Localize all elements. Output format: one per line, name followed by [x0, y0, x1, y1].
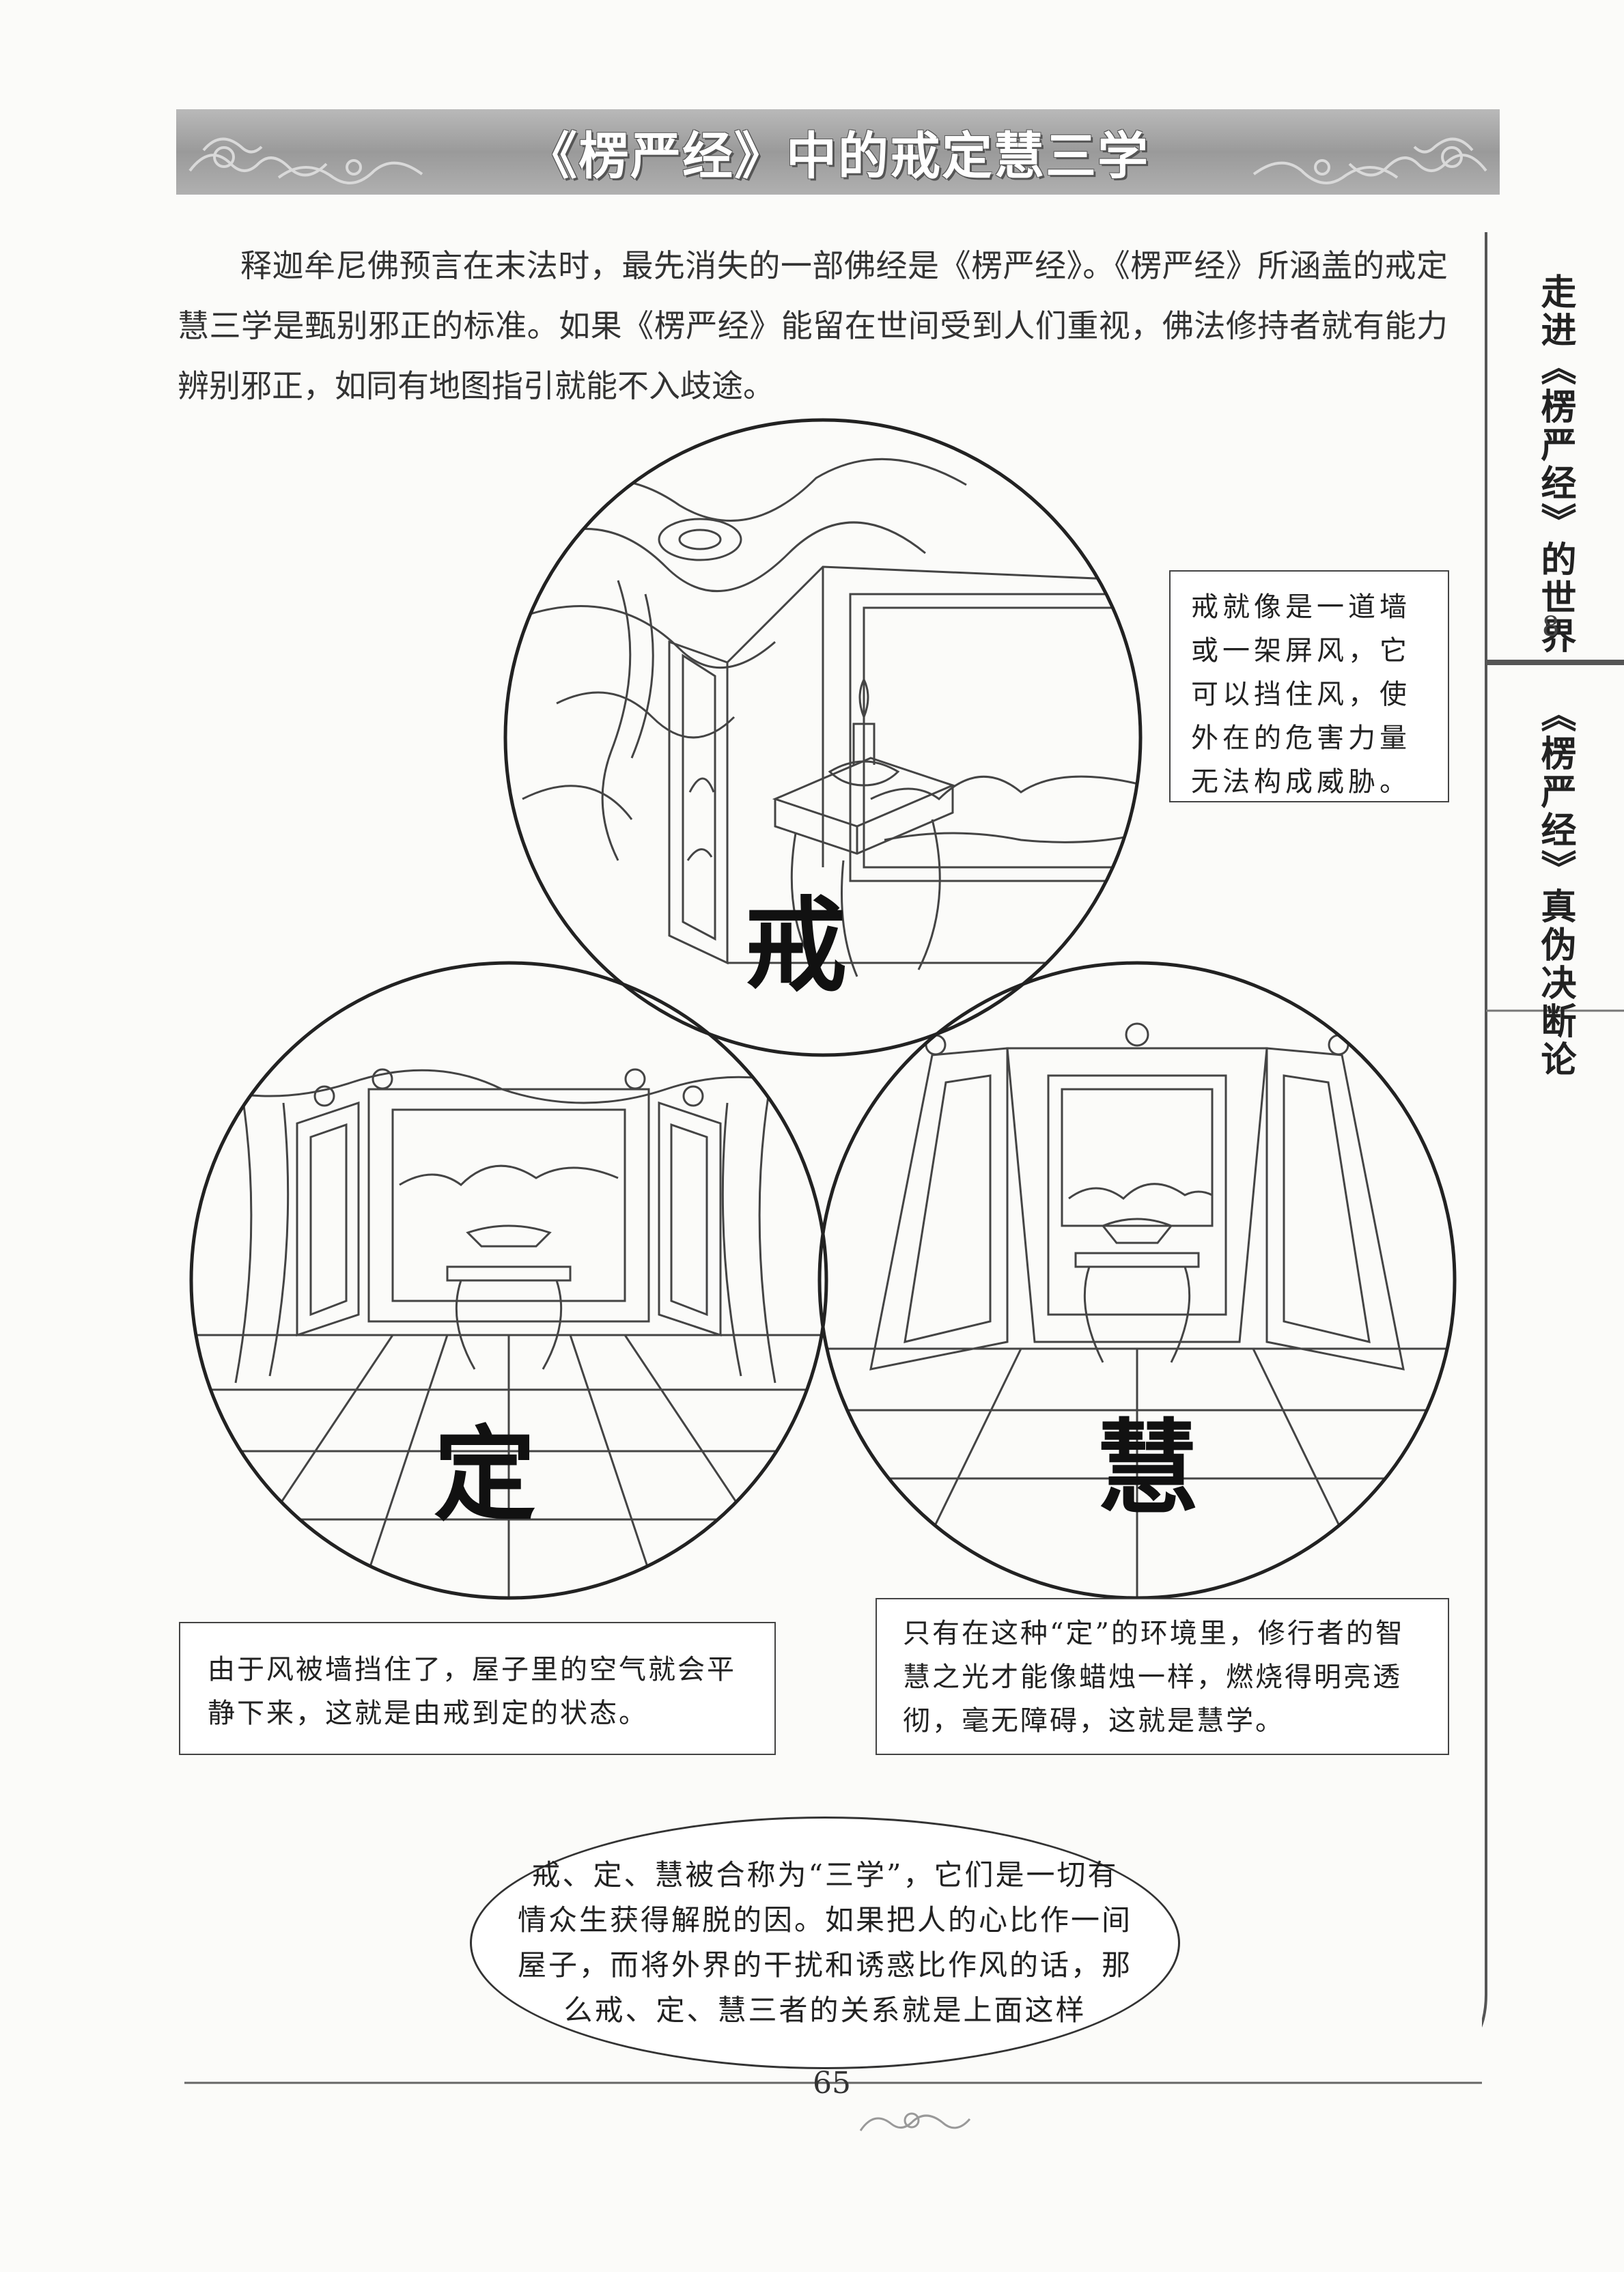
side-section-title: 走进《楞严经》的世界	[1535, 273, 1576, 656]
label-ding: 定	[434, 1415, 537, 1535]
caption-hui: 只有在这种“定”的环境里，修行者的智慧之光才能像蜡烛一样，燃烧得明亮透彻，毫无障…	[876, 1598, 1449, 1755]
label-jie: 戒	[744, 886, 848, 1006]
caption-ding: 由于风被墙挡住了，屋子里的空气就会平静下来，这就是由戒到定的状态。	[179, 1622, 776, 1755]
illustration-jie	[503, 418, 1143, 1057]
cloud-pattern-right	[1252, 137, 1487, 184]
page-number: 65	[813, 2066, 851, 2101]
page-title: 《楞严经》中的戒定慧三学	[527, 127, 1149, 186]
side-section-number: 8	[1542, 611, 1560, 643]
caption-jie: 戒就像是一道墙或一架屏风，它可以挡住风，使外在的危害力量无法构成威胁。	[1169, 570, 1449, 802]
title-banner: 《楞严经》中的戒定慧三学	[176, 109, 1500, 195]
cloud-ornament-icon	[859, 2112, 971, 2131]
intro-paragraph: 释迦牟尼佛预言在末法时，最先消失的一部佛经是《楞严经》。《楞严经》所涵盖的戒定慧…	[178, 247, 1448, 404]
cloud-pattern-left	[188, 137, 423, 184]
illustration-ding	[189, 961, 828, 1600]
label-hui: 慧	[1096, 1408, 1199, 1528]
side-tab-frame	[1482, 232, 1624, 2028]
side-tab: 走进《楞严经》的世界 8 《楞严经》真伪决断论	[1482, 232, 1624, 2090]
summary-oval: 戒、定、慧被合称为“三学”，它们是一切有情众生获得解脱的因。如果把人的心比作一间…	[470, 1817, 1180, 2069]
bottom-rule	[184, 2081, 1482, 2084]
side-subtitle: 《楞严经》真伪决断论	[1535, 697, 1576, 1079]
summary-text: 戒、定、慧被合称为“三学”，它们是一切有情众生获得解脱的因。如果把人的心比作一间…	[518, 1858, 1133, 2027]
